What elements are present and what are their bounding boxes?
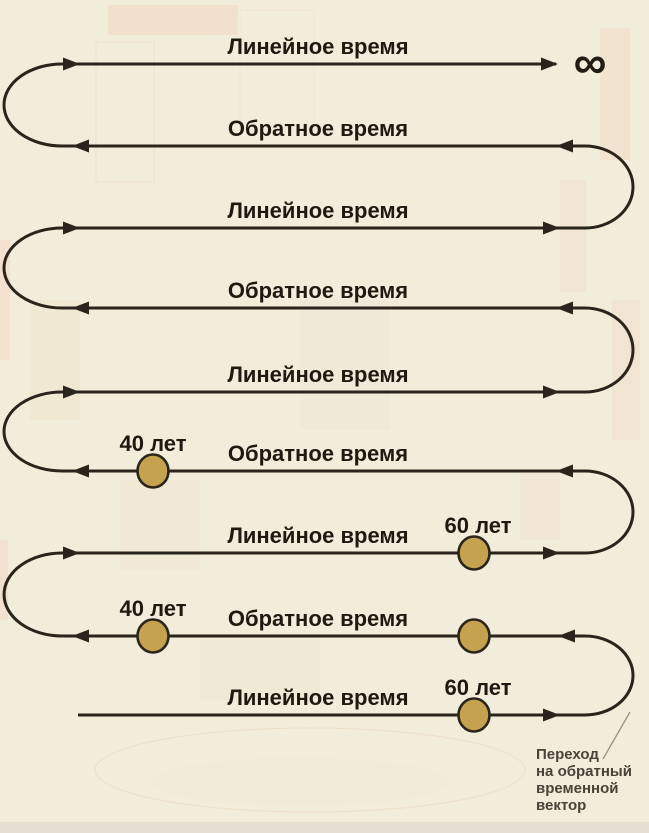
- annotation-line: временной: [536, 780, 619, 797]
- row-label: Линейное время: [227, 685, 408, 710]
- annotation-line: вектор: [536, 797, 587, 814]
- row-label: Линейное время: [227, 523, 408, 548]
- paper-texture: [560, 180, 586, 292]
- row-label: Обратное время: [228, 441, 408, 466]
- arrowhead-left: [556, 464, 573, 478]
- paper-texture: [200, 640, 320, 700]
- annotation-line: на обратный: [536, 763, 632, 780]
- row-label: Обратное время: [228, 116, 408, 141]
- paper-texture: [150, 758, 450, 806]
- paper-texture: [300, 300, 390, 430]
- paper-texture: [239, 9, 315, 131]
- paper-texture: [108, 5, 238, 35]
- paper-texture: [95, 41, 155, 183]
- time-flow-path: [2, 62, 635, 717]
- reverse-vector-annotation: Переход на обратный временной вектор: [536, 746, 646, 814]
- arrowhead-right: [63, 385, 80, 399]
- arrowhead-right: [63, 221, 80, 235]
- arrowhead-right: [63, 57, 80, 71]
- paper-texture: [94, 727, 526, 813]
- age-marker-circle: [457, 535, 491, 571]
- arrowhead-left: [556, 139, 573, 153]
- row-label: Обратное время: [228, 278, 408, 303]
- arrowhead-right: [541, 57, 558, 71]
- arrowhead-left: [72, 464, 89, 478]
- row-label: Линейное время: [227, 34, 408, 59]
- age-marker-label: 40 лет: [120, 431, 187, 456]
- paper-texture: [600, 28, 630, 160]
- arrowhead-right: [543, 708, 560, 722]
- paper-texture: [30, 300, 80, 420]
- age-marker-circle: [457, 697, 491, 733]
- arrowhead-right: [543, 385, 560, 399]
- paper-texture: [0, 540, 8, 620]
- arrowhead-left: [72, 301, 89, 315]
- arrowhead-right: [543, 546, 560, 560]
- age-marker-label: 60 лет: [445, 513, 512, 538]
- arrowhead-right: [543, 221, 560, 235]
- arrowhead-left: [72, 139, 89, 153]
- age-marker-label: 60 лет: [445, 675, 512, 700]
- paper-texture: [520, 470, 560, 540]
- arrowhead-right: [63, 546, 80, 560]
- paper-texture: [120, 480, 200, 570]
- infinity-symbol: ∞: [573, 36, 607, 88]
- annotation-line: Переход: [536, 746, 599, 763]
- row-label: Обратное время: [228, 606, 408, 631]
- age-marker-circle: [136, 618, 170, 654]
- arrowhead-left: [558, 629, 575, 643]
- annotation-pointer-line: [602, 711, 631, 760]
- paper-texture: [0, 240, 10, 360]
- paper-texture: [0, 822, 649, 833]
- age-marker-circle: [136, 453, 170, 489]
- age-marker-label: 40 лет: [120, 596, 187, 621]
- row-label: Линейное время: [227, 362, 408, 387]
- arrowhead-left: [556, 301, 573, 315]
- row-label: Линейное время: [227, 198, 408, 223]
- arrowhead-left: [72, 629, 89, 643]
- age-marker-circle: [457, 618, 491, 654]
